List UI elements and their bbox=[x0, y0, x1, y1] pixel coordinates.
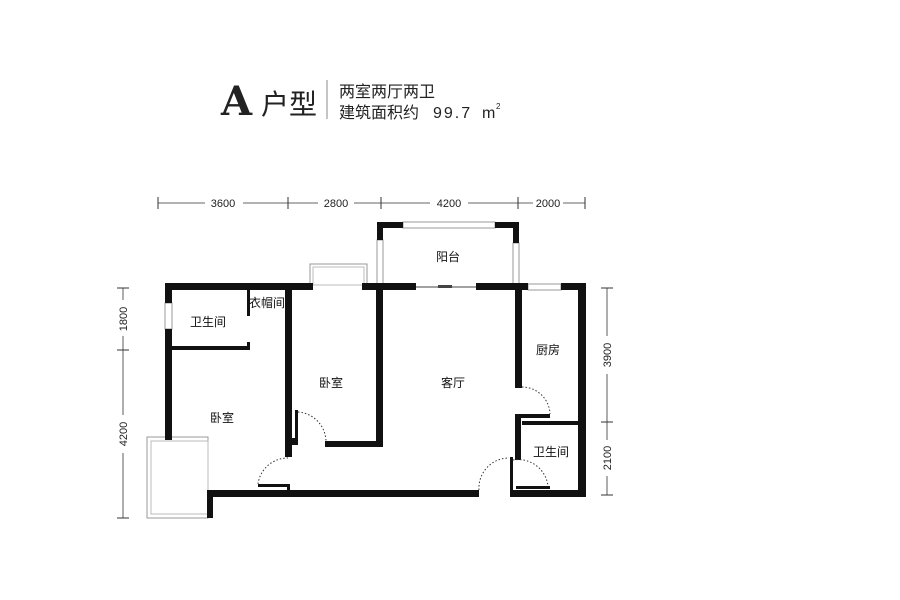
dimension-right: 3900 2100 bbox=[600, 287, 614, 496]
room-label-bath1: 卫生间 bbox=[190, 315, 226, 329]
walls bbox=[165, 222, 586, 518]
dim-right-2: 2100 bbox=[602, 446, 614, 470]
dim-left-2: 4200 bbox=[118, 422, 130, 446]
dim-left-1: 1800 bbox=[118, 307, 130, 331]
room-label-kitchen: 厨房 bbox=[536, 342, 560, 357]
room-label-bedroom2: 卧室 bbox=[319, 375, 343, 390]
dim-top-3: 4200 bbox=[437, 198, 461, 210]
title-area-value: 99.7 bbox=[433, 105, 472, 122]
title-area-unit-sup: 2 bbox=[496, 102, 501, 111]
room-label-balcony: 阳台 bbox=[436, 249, 460, 264]
plan-title: A 户型 两室两厅两卫 建筑面积约 99.7 m 2 bbox=[220, 78, 501, 125]
room-label-bedroom1: 卧室 bbox=[210, 410, 234, 425]
balcony-window-top bbox=[402, 221, 496, 229]
room-label-closet: 衣帽间 bbox=[249, 295, 285, 310]
balcony-window-left bbox=[376, 239, 384, 286]
dim-top-1: 3600 bbox=[211, 198, 235, 210]
kitchen-window bbox=[527, 283, 562, 291]
title-type: 户型 bbox=[261, 88, 317, 121]
room-label-living: 客厅 bbox=[441, 375, 465, 390]
dim-right-1: 3900 bbox=[602, 343, 614, 367]
balcony-window-right bbox=[512, 242, 520, 286]
dim-top-4: 2000 bbox=[536, 198, 560, 210]
bath-window bbox=[164, 302, 173, 330]
windows bbox=[146, 221, 562, 519]
title-letter: A bbox=[220, 78, 253, 125]
title-layout: 两室两厅两卫 bbox=[339, 82, 435, 101]
dimension-top: 3600 2800 4200 2000 bbox=[157, 196, 586, 210]
room-label-bath2: 卫生间 bbox=[533, 445, 569, 459]
title-area-prefix: 建筑面积约 bbox=[339, 103, 419, 122]
dimension-left: 1800 4200 bbox=[116, 287, 130, 519]
title-area-unit: m bbox=[482, 105, 495, 122]
dim-top-2: 2800 bbox=[324, 198, 348, 210]
doors bbox=[257, 386, 551, 491]
